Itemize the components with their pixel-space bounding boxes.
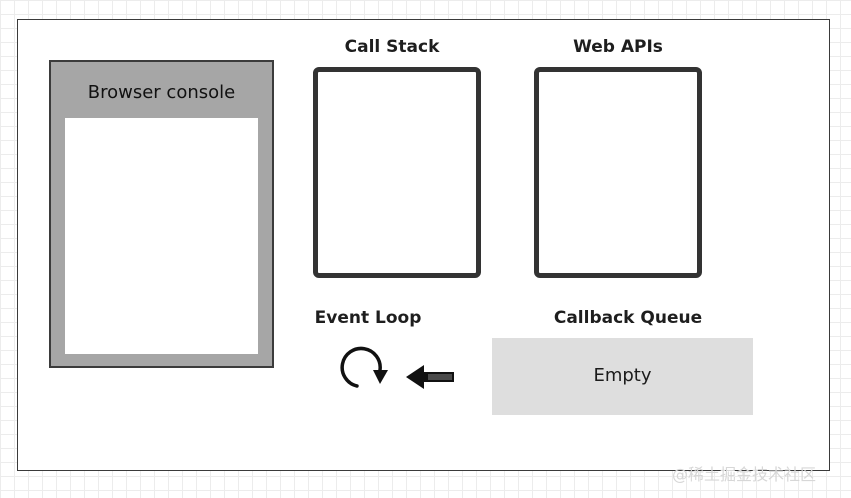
event-loop-title: Event Loop [314, 308, 422, 328]
watermark: @稀土掘金技术社区 [672, 465, 817, 484]
left-arrow-icon [406, 365, 454, 389]
callback-queue-title: Callback Queue [553, 308, 703, 328]
browser-console-output [65, 118, 258, 354]
browser-console-title: Browser console [87, 82, 236, 103]
web-apis-title: Web APIs [573, 37, 663, 57]
circular-arrow-icon [340, 346, 388, 388]
browser-console-panel: Browser console [49, 60, 274, 368]
callback-queue-box: Empty [492, 338, 753, 415]
call-stack-title: Call Stack [344, 37, 440, 57]
call-stack-box [313, 67, 481, 278]
callback-queue-empty-label: Empty [593, 365, 652, 386]
web-apis-box [534, 67, 702, 278]
